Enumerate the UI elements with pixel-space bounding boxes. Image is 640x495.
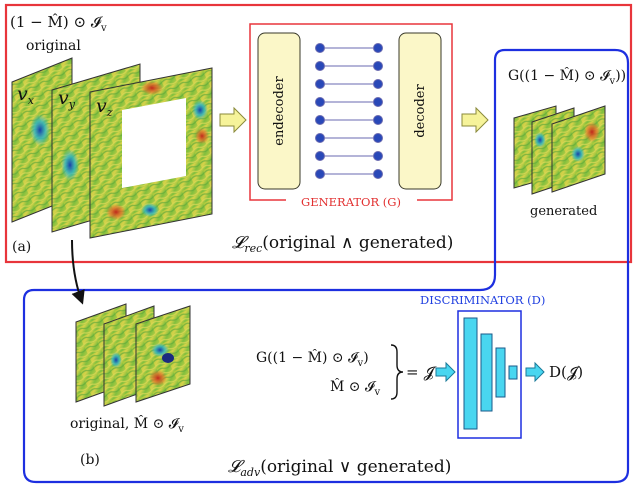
mask-hole [122,98,186,188]
panel-a-label: (a) [12,239,31,255]
input-to-original-arrow [71,239,85,305]
encoder-block [257,32,301,190]
label-vy: vy [58,87,76,111]
generated-field-stack [513,105,606,195]
decoder-block [398,32,442,190]
equals-j: = 𝓙 [406,363,437,381]
encoder-label: endecoder [272,76,287,146]
discriminator-output-arrow [525,361,545,383]
latent-nodes [315,43,383,179]
input-original-label: original [26,38,81,54]
label-vz: vz [96,95,113,119]
adversarial-panel-outline [22,48,630,484]
input-formula: (1 − M̂) ⊙ 𝓘v [10,13,107,34]
original-masked-label: original, M̂ ⊙ 𝓘v [70,414,184,435]
label-vx: vx [17,83,35,107]
disc-input-generated: G((1 − M̂) ⊙ 𝓘v) [256,348,369,369]
input-to-generator-arrow [219,106,247,134]
generator-block: endecoder decoder [249,23,453,201]
input-field-stack [11,57,213,239]
original-field-stack [75,303,191,407]
generator-title: GENERATOR (G) [301,195,401,209]
loss-rec: 𝓛rec(original ∧ generated) [232,233,453,255]
reconstruction-panel-border [4,3,633,264]
d-output: D(𝓙) [549,363,583,381]
field-panel-vz [89,67,213,239]
discriminator-block [457,310,522,439]
loss-adv: 𝓛adv(original ∨ generated) [228,457,451,479]
generated-label: generated [530,204,597,219]
generator-to-output-arrow [461,106,489,134]
input-brace [390,344,404,400]
disc-input-masked: M̂ ⊙ 𝓘v [330,377,380,398]
output-formula: G((1 − M̂) ⊙ 𝓘v)) [508,66,626,87]
discriminator-title: DISCRIMINATOR (D) [420,293,545,307]
j-to-discriminator-arrow [435,361,456,383]
panel-b-label: (b) [80,452,100,468]
decoder-label: decoder [413,84,428,138]
